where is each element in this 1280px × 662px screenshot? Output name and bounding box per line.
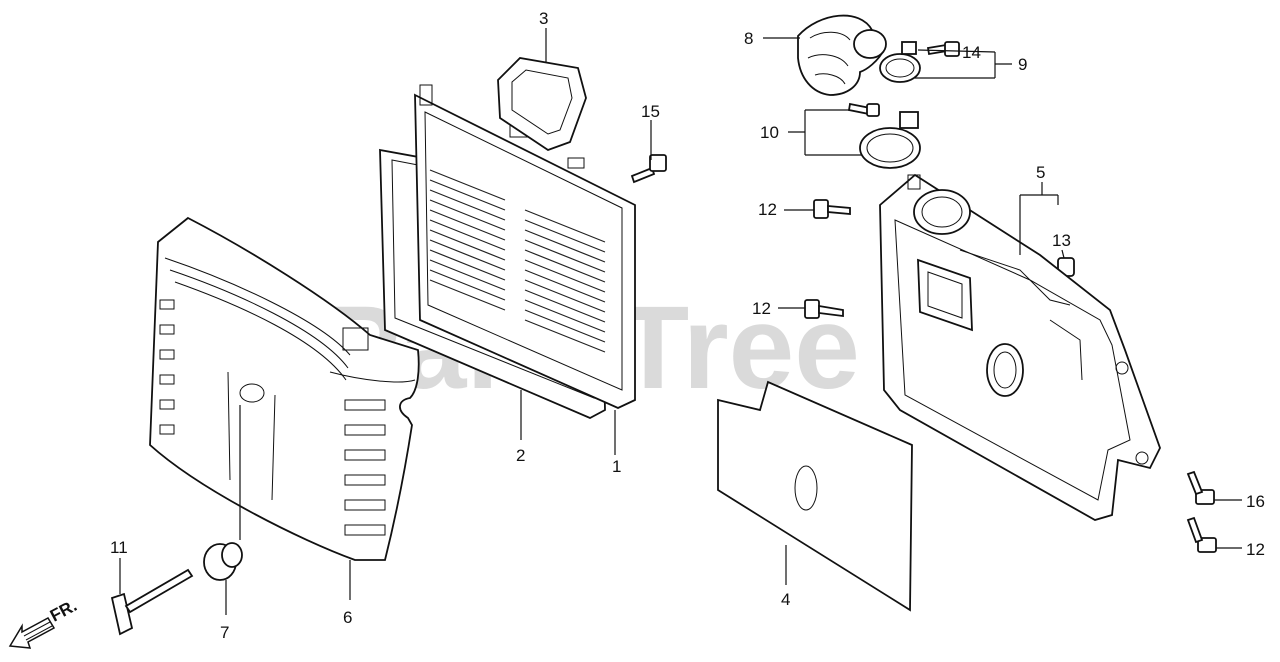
part-14-bolt[interactable] — [926, 41, 960, 57]
callout-12b: 12 — [752, 299, 771, 318]
part-7-grommet[interactable] — [203, 542, 243, 581]
leader-lines — [119, 28, 1242, 615]
part-5-case[interactable] — [879, 173, 1161, 521]
callout-2: 2 — [516, 446, 525, 465]
callout-5: 5 — [1036, 163, 1045, 182]
front-label: FR. — [47, 596, 80, 626]
part-9-clamp[interactable] — [879, 41, 921, 83]
front-direction-marker: FR. — [8, 596, 80, 649]
callout-16: 16 — [1246, 492, 1265, 511]
part-12-bolt-b[interactable] — [804, 299, 844, 319]
part-16-bolt[interactable] — [1186, 470, 1215, 505]
part-1-air-filter[interactable] — [414, 84, 636, 409]
part-12-bolt-a[interactable] — [813, 199, 851, 219]
callout-15: 15 — [641, 102, 660, 121]
callout-3: 3 — [539, 9, 548, 28]
front-arrow-icon — [8, 617, 56, 649]
callout-13: 13 — [1052, 231, 1071, 250]
callout-11: 11 — [110, 538, 128, 557]
callout-4: 4 — [781, 590, 790, 609]
part-6-cover[interactable] — [149, 216, 420, 561]
callout-9: 9 — [1018, 55, 1027, 74]
callout-12a: 12 — [758, 200, 777, 219]
callout-6: 6 — [343, 608, 352, 627]
part-10-clamp[interactable] — [847, 102, 921, 169]
callout-10: 10 — [760, 123, 779, 142]
callout-1: 1 — [612, 457, 621, 476]
callout-12c: 12 — [1246, 540, 1265, 559]
callout-7: 7 — [220, 623, 229, 642]
part-8-hose-elbow[interactable] — [797, 14, 887, 96]
part-11-clip[interactable] — [110, 568, 194, 636]
callout-labels: 1 2 3 4 5 6 7 8 9 10 11 12 12 12 13 14 1… — [110, 9, 1265, 642]
part-15-bolt[interactable] — [630, 154, 667, 184]
callout-8: 8 — [744, 29, 753, 48]
part-12-bolt-c[interactable] — [1186, 516, 1217, 553]
callout-14: 14 — [962, 43, 981, 62]
part-4-plate[interactable] — [717, 380, 913, 612]
part-3-gasket[interactable] — [497, 57, 587, 152]
